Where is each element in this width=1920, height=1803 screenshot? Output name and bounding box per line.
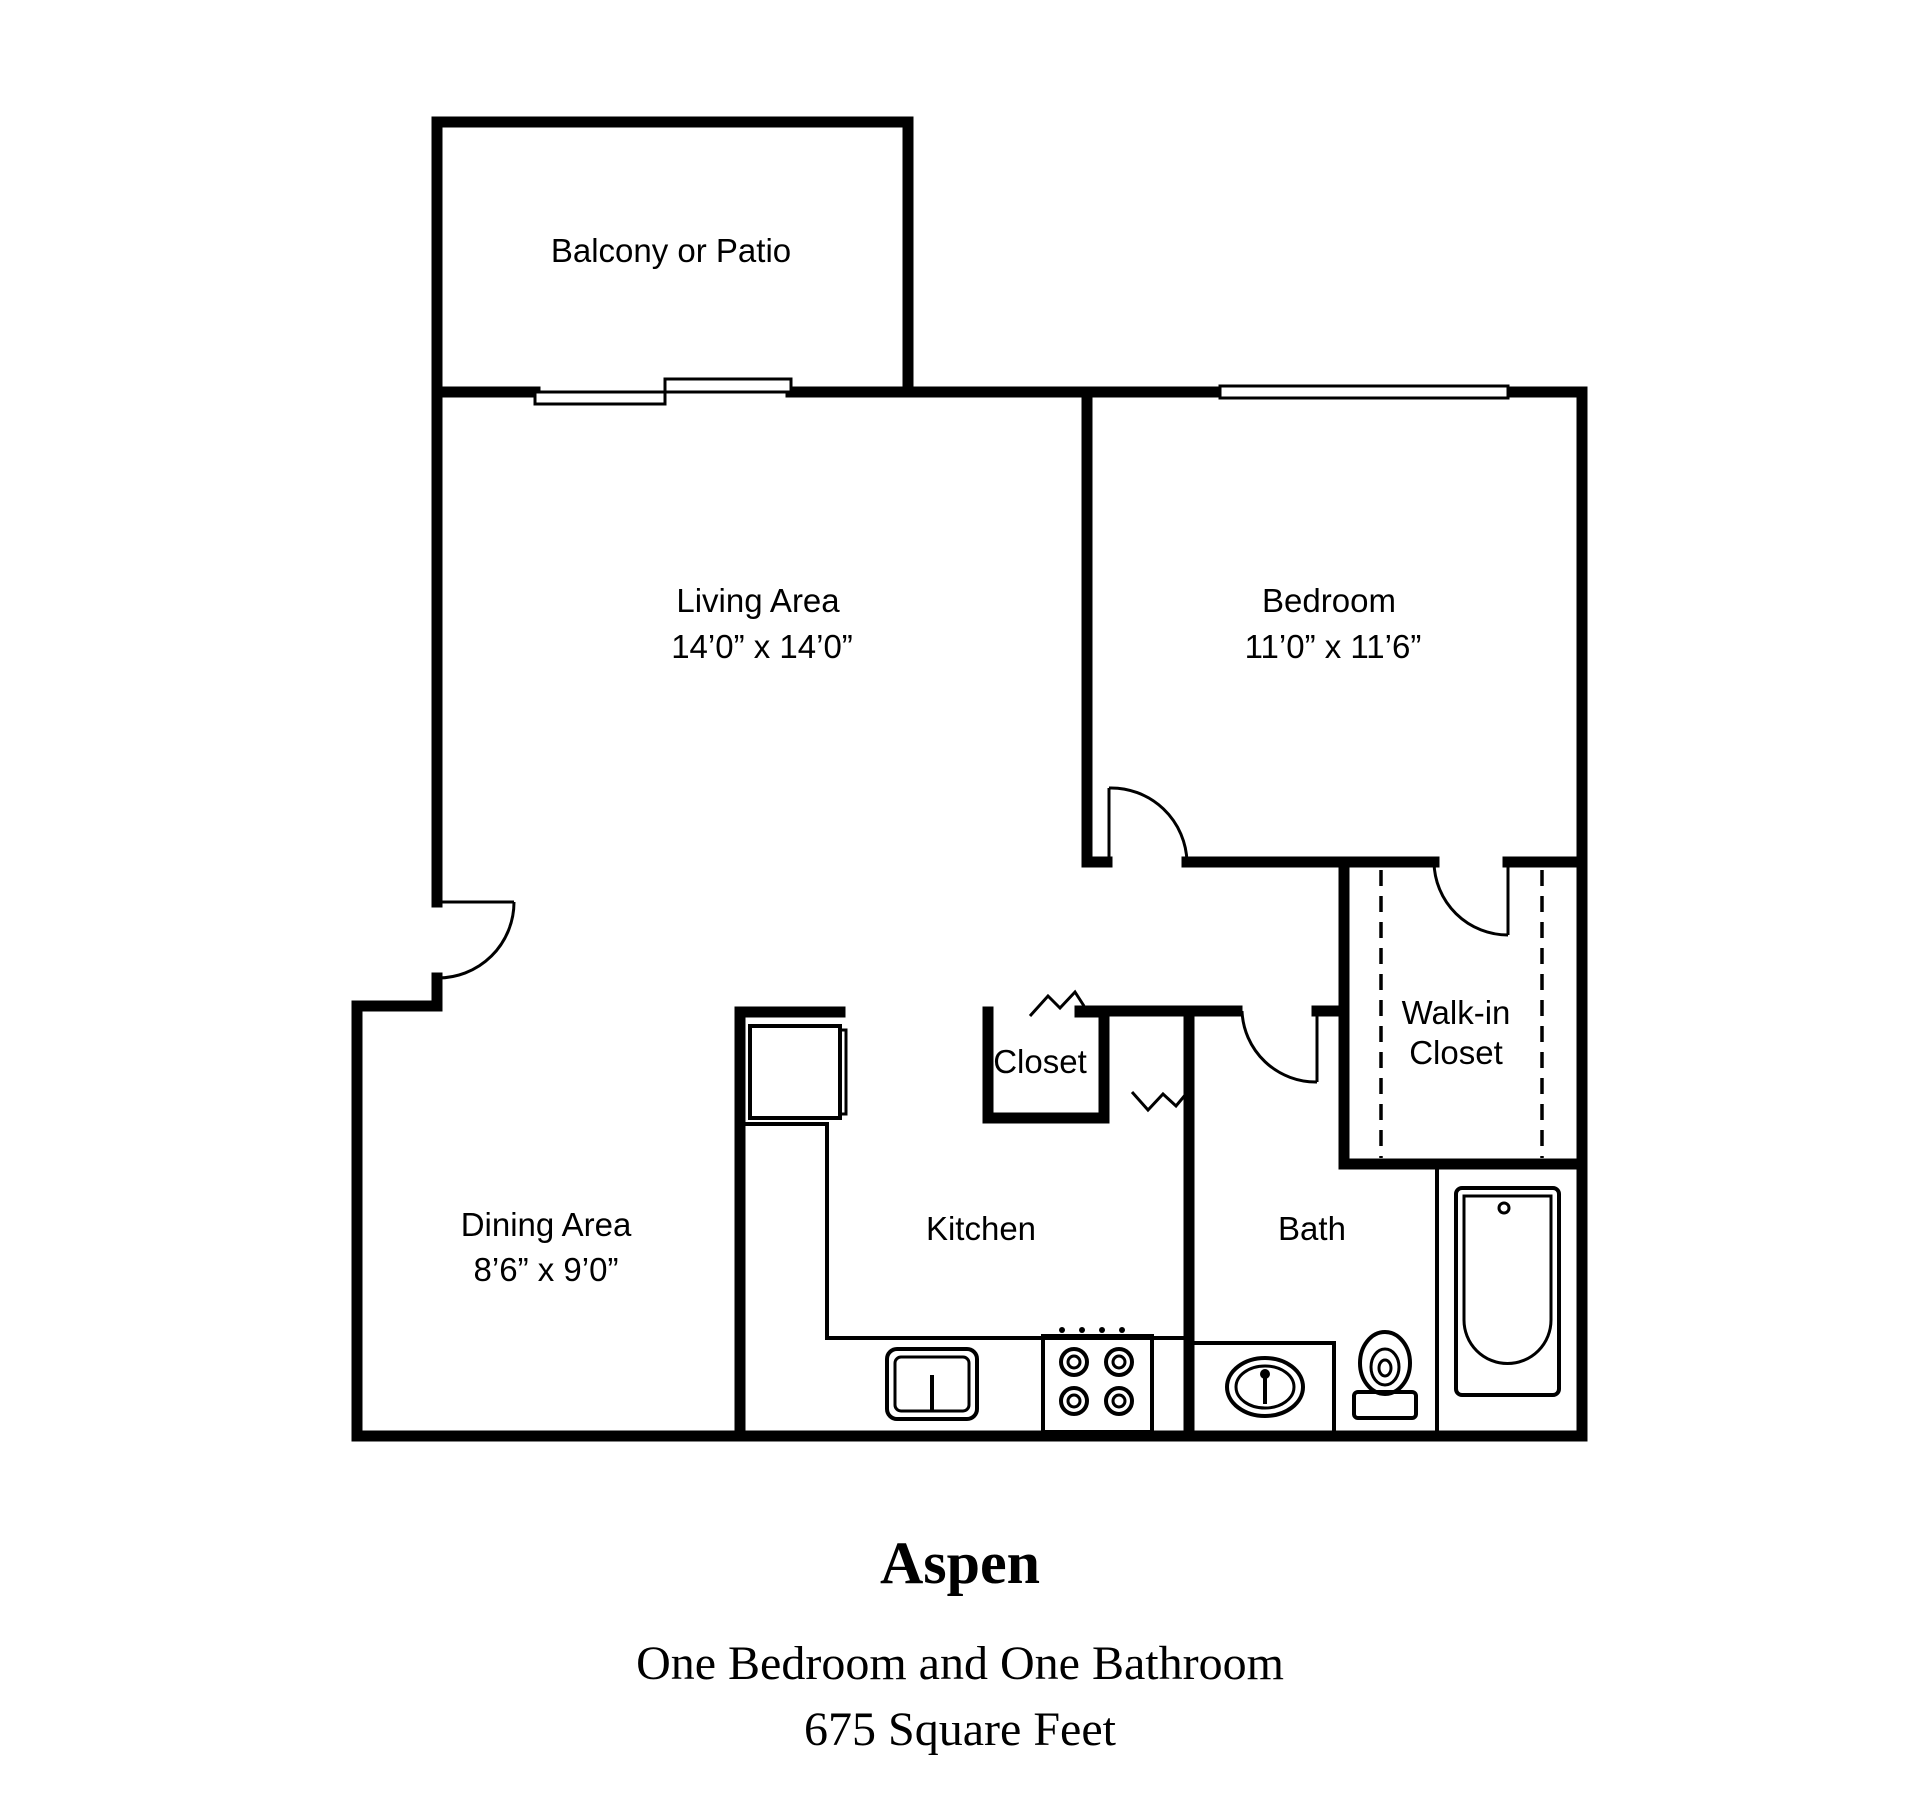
stove xyxy=(1041,1327,1154,1434)
bathtub xyxy=(1435,1167,1561,1436)
bedroom-window xyxy=(1218,384,1510,400)
interior-walls xyxy=(734,386,1588,1442)
refrigerator xyxy=(748,1024,848,1120)
kitchen-bifold-door xyxy=(1130,1091,1188,1113)
walkin-closet-door xyxy=(1432,861,1510,937)
front-door xyxy=(436,900,516,980)
living-area-label: Living Area xyxy=(676,582,840,619)
kitchen-sink xyxy=(885,1347,979,1421)
bath-door xyxy=(1240,1010,1319,1084)
sliding-door-window xyxy=(533,377,793,406)
balcony-label: Balcony or Patio xyxy=(551,232,791,269)
floor-plan: Balcony or Patio Living Area 14’0” x 14’… xyxy=(351,116,1588,1442)
bedroom-dimensions: 11’0” x 11’6” xyxy=(1245,628,1422,665)
kitchen-counter xyxy=(745,1122,1189,1340)
closet-bifold-door xyxy=(1028,989,1086,1018)
dining-area-dimensions: 8’6” x 9’0” xyxy=(474,1251,619,1288)
living-area-dimensions: 14’0” x 14’0” xyxy=(671,628,853,665)
bath-label: Bath xyxy=(1278,1210,1346,1247)
walkin-closet-label-line1: Walk-in xyxy=(1402,994,1511,1031)
bath-vanity xyxy=(1189,1341,1336,1436)
bedroom-label: Bedroom xyxy=(1262,582,1396,619)
closet-shelves xyxy=(1379,870,1544,1158)
plan-type: One Bedroom and One Bathroom xyxy=(636,1637,1284,1690)
balcony-walls xyxy=(431,116,914,398)
dining-area-label: Dining Area xyxy=(461,1206,632,1243)
walkin-closet-label-line2: Closet xyxy=(1409,1034,1503,1071)
kitchen-label: Kitchen xyxy=(926,1210,1036,1247)
toilet xyxy=(1352,1330,1418,1420)
exterior-walls xyxy=(351,386,1588,1442)
plan-name: Aspen xyxy=(879,1530,1041,1596)
plan-square-footage: 675 Square Feet xyxy=(804,1703,1116,1756)
bedroom-door xyxy=(1107,786,1189,863)
closet-label: Closet xyxy=(993,1043,1087,1080)
